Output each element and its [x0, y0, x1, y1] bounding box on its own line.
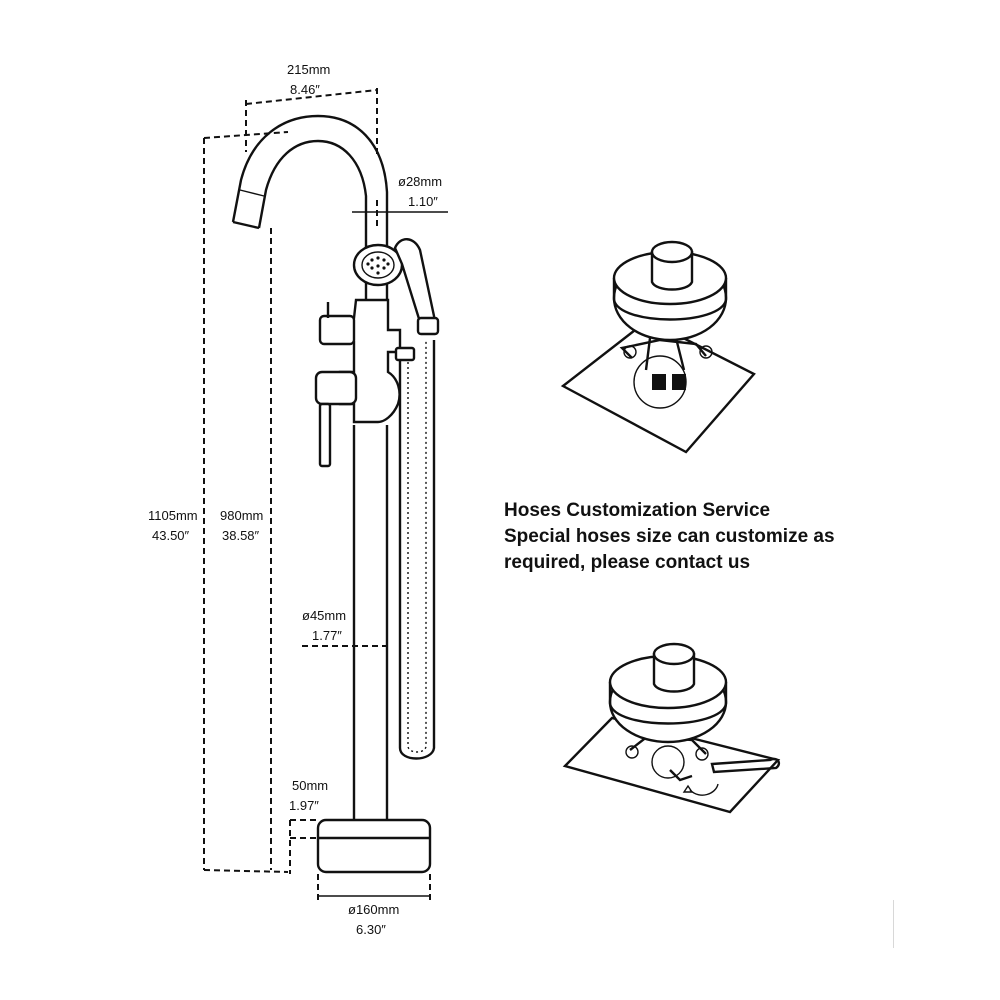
dim-spout-reach-mm: 215mm — [287, 62, 330, 77]
lever — [318, 402, 332, 468]
spout-inner — [257, 139, 368, 240]
floor-plate — [560, 318, 756, 454]
dim-spout-dia-mm: ø28mm — [398, 174, 442, 189]
dim-base-dia-in: 6.30″ — [356, 922, 386, 937]
shower-handle — [393, 238, 436, 328]
lower-handle — [314, 370, 358, 406]
faucet-drawing — [231, 114, 440, 874]
upper-handle — [318, 314, 356, 346]
dim-total-height-mm: 1105mm — [148, 508, 198, 523]
dim-base-dia-mm: ø160mm — [348, 902, 399, 917]
dim-total-height-in: 43.50″ — [152, 528, 190, 543]
dim-spout-height-in: 38.58″ — [222, 528, 260, 543]
dim-spout-reach-in: 8.46″ — [290, 82, 320, 97]
caption-title: Hoses Customization Service — [504, 500, 771, 521]
dimension-lines — [203, 88, 448, 902]
dim-spout-height-mm: 980mm — [220, 508, 263, 523]
dim-column-dia-mm: ø45mm — [302, 608, 346, 623]
dim-spout-dia-in: 1.10″ — [408, 194, 438, 209]
install-illustration-top — [560, 240, 756, 454]
hose-inner — [407, 340, 427, 753]
wrench-icon — [710, 757, 781, 774]
hoses-customization-caption: Hoses Customization Service Special hose… — [504, 498, 964, 576]
install-illustration-bottom — [562, 642, 781, 814]
base-plate — [316, 818, 432, 874]
caption-line-2: Special hoses size can customize as — [504, 526, 835, 547]
caption-line-3: required, please contact us — [504, 552, 751, 573]
dim-column-dia-in: 1.77″ — [312, 628, 342, 643]
divider-line — [893, 900, 894, 948]
hose-outer — [398, 340, 436, 760]
dim-base-height-mm: 50mm — [292, 778, 328, 793]
spout-tip — [232, 220, 260, 230]
dim-base-height-in: 1.97″ — [289, 798, 319, 813]
spout-outer — [231, 114, 389, 240]
